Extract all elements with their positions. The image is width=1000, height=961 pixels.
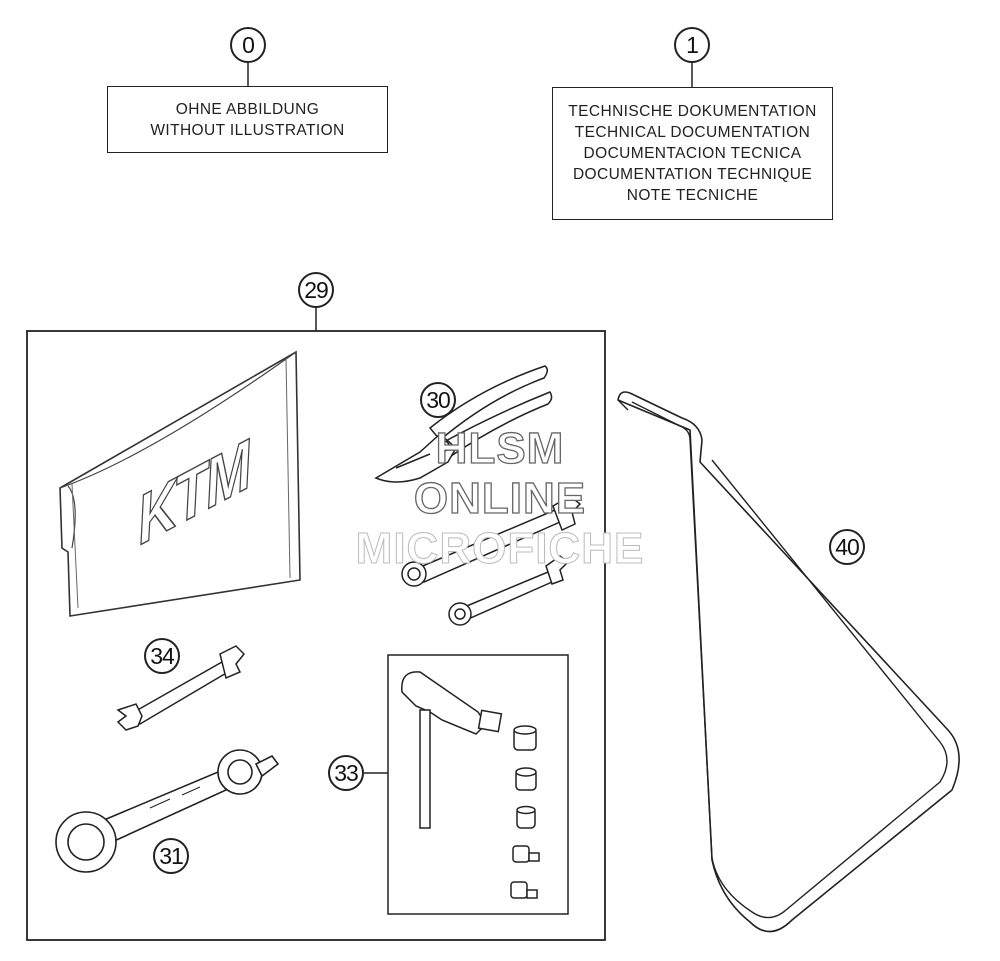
open-end-wrench-icon <box>448 555 570 626</box>
label-box-0: OHNE ABBILDUNG WITHOUT ILLUSTRATION <box>107 86 388 153</box>
box1-line4: DOCUMENTATION TECHNIQUE <box>572 166 813 183</box>
box1-line1: TECHNISCHE DOKUMENTATION <box>568 103 817 120</box>
callout-40: 40 <box>829 529 865 565</box>
hex-kit-frame <box>387 654 569 915</box>
label-box-1: TECHNISCHE DOKUMENTATION TECHNICAL DOCUM… <box>552 87 833 220</box>
box0-line1: OHNE ABBILDUNG <box>175 100 320 118</box>
box1-line3: DOCUMENTACION TECNICA <box>583 145 802 162</box>
ring-wrench-icon <box>55 749 280 873</box>
toolkit-frame <box>26 330 606 941</box>
callout-34: 34 <box>144 638 180 674</box>
pliers-icon <box>374 365 553 483</box>
box1-line2: TECHNICAL DOCUMENTATION <box>574 124 811 141</box>
small-wrench-icon <box>116 645 246 731</box>
callout-30: 30 <box>420 382 456 418</box>
box0-line2: WITHOUT ILLUSTRATION <box>150 121 345 139</box>
callout-29: 29 <box>298 272 334 308</box>
callout-1: 1 <box>674 27 710 63</box>
box1-line5: NOTE TECNICHE <box>626 187 759 204</box>
combination-wrench-icon <box>401 495 582 587</box>
t-handle-hex-key-icon <box>401 671 503 829</box>
callout-31: 31 <box>153 838 189 874</box>
callout-33: 33 <box>328 755 364 791</box>
socket-bit-icon <box>510 725 540 899</box>
callout-0: 0 <box>230 27 266 63</box>
